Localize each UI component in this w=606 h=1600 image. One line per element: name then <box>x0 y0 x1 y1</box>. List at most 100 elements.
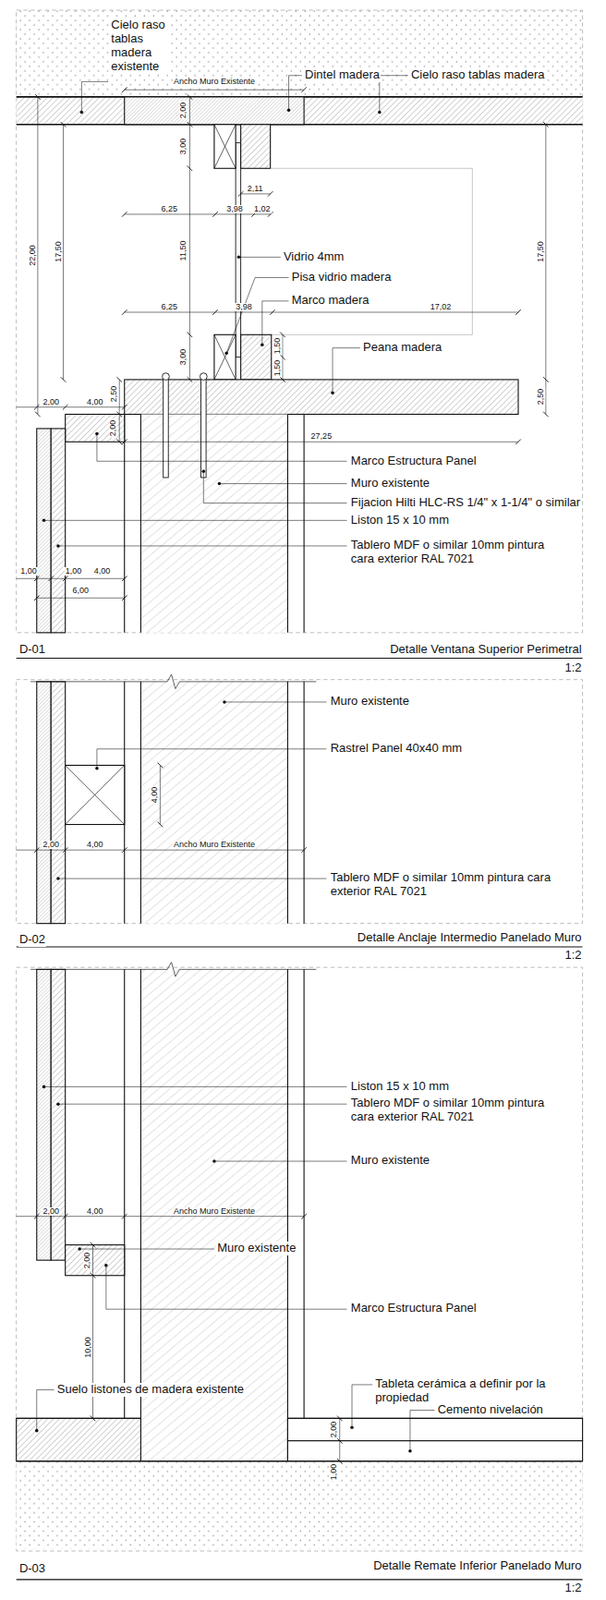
leader-line <box>36 1389 55 1431</box>
dimension-text: 2,11 <box>246 184 265 194</box>
callout-label: Muro existente <box>350 476 431 491</box>
extension-line <box>16 849 37 851</box>
glass-stop-cross <box>214 124 236 169</box>
leader-dot <box>287 109 291 113</box>
leader-dot <box>330 391 335 396</box>
callout-label: Rastrel Panel 40x40 mm <box>329 741 463 756</box>
dimension-line <box>124 312 519 314</box>
callout-label: Muro existente <box>216 1241 297 1256</box>
ceiling-boards <box>16 96 583 125</box>
leader-line <box>379 75 409 113</box>
detail-frame <box>16 679 583 924</box>
leader-line <box>58 878 327 880</box>
callout-label: Tableta cerámica a definir por la propie… <box>374 1377 570 1406</box>
detail-frame <box>16 10 583 633</box>
glass-stop <box>214 334 236 380</box>
dimension-text: 27,25 <box>310 432 334 441</box>
dimension-line <box>119 379 121 442</box>
dimension-line <box>124 441 519 443</box>
detail-code: D-02 <box>18 933 47 947</box>
leader-line <box>106 1265 348 1309</box>
dimension-text: 1,50 <box>273 359 282 378</box>
leader-line <box>410 1410 436 1452</box>
dimension-text: 1,00 <box>330 1463 340 1482</box>
glass-stop-cross <box>214 334 236 380</box>
panel-frame <box>65 413 125 442</box>
leader-dot <box>56 876 61 881</box>
dimension-text: 4,00 <box>85 1207 105 1216</box>
leader-line <box>58 1103 348 1105</box>
leader-line <box>351 1384 373 1428</box>
dimension-text: 2,00 <box>179 101 188 121</box>
leader-dot <box>237 255 242 260</box>
dimension-text: 11,50 <box>179 240 188 263</box>
leader-line <box>203 471 347 503</box>
detail-title: Detalle Remate Inferior Panelado Muro <box>372 1559 582 1574</box>
dimension-text: 6,25 <box>160 205 180 214</box>
anchor-head <box>199 373 207 381</box>
leader-dot <box>56 1102 61 1106</box>
callout-label: Liston 15 x 10 mm <box>350 513 450 528</box>
scale-text: 1:2 <box>564 661 583 676</box>
anchor-head <box>162 373 170 381</box>
leader-line <box>332 348 361 394</box>
ground-line <box>16 1460 583 1462</box>
extension-line <box>16 1215 37 1217</box>
leader-dot <box>218 482 222 486</box>
leader-line <box>79 1248 215 1250</box>
existing-wall <box>140 681 288 924</box>
callout-label: Vidrio 4mm <box>282 250 346 265</box>
leader-line <box>58 545 348 546</box>
leader-line <box>224 701 327 703</box>
leader-dot <box>80 110 85 115</box>
dimension-text: 2,00 <box>83 1250 92 1270</box>
rastrel <box>65 764 125 825</box>
batten <box>36 428 51 633</box>
callout-label: Muro existente <box>329 694 411 709</box>
dimension-text: 4,00 <box>93 567 112 576</box>
dimension-text: 2,50 <box>109 385 119 404</box>
leader-line <box>218 483 347 485</box>
extension-line <box>16 406 37 408</box>
dimension-line <box>281 334 283 380</box>
wood-sill <box>124 379 519 415</box>
callout-label: Pisa vidrio madera <box>290 270 393 285</box>
leader-dot <box>260 343 265 348</box>
leader-line <box>81 81 109 112</box>
dimension-text: 1,00 <box>64 567 84 576</box>
wood-frame <box>241 124 271 169</box>
dimension-text: 2,00 <box>41 398 61 407</box>
leader-dot <box>95 766 99 771</box>
leader-dot <box>350 1426 354 1431</box>
callout-label: Tablero MDF o similar 10mm pintura cara … <box>329 871 573 899</box>
leader-dot <box>212 1159 217 1164</box>
batten <box>36 681 51 924</box>
floor-line <box>16 1418 142 1419</box>
dimension-text: 22,00 <box>28 243 37 267</box>
dimension-line <box>241 193 271 194</box>
dimension-text: 17,50 <box>536 241 546 265</box>
leveling-cement <box>287 1441 582 1462</box>
callout-label: Cielo raso tablas madera existente <box>109 18 171 74</box>
dimension-line <box>36 96 38 415</box>
callout-label: Marco madera <box>290 293 371 308</box>
callout-label: Marco Estructura Panel <box>350 454 478 469</box>
callout-label: Cemento nivelación <box>436 1403 545 1418</box>
dimension-line <box>124 89 304 91</box>
dimension-text: 1,00 <box>19 567 38 576</box>
glass-pane <box>235 143 242 358</box>
callout-label: Dintel madera <box>303 68 381 83</box>
dimension-line <box>36 849 304 851</box>
dimension-line <box>124 213 271 215</box>
ground <box>16 1461 583 1550</box>
dimension-text: 4,00 <box>85 840 105 849</box>
dimension-line <box>159 764 161 825</box>
dimension-line <box>36 597 125 599</box>
extension-line <box>16 578 37 580</box>
detail-title: Detalle Ventana Superior Perimetral <box>388 642 582 657</box>
window-opening <box>270 168 473 335</box>
leader-line <box>238 256 280 258</box>
leader-line <box>96 749 327 769</box>
